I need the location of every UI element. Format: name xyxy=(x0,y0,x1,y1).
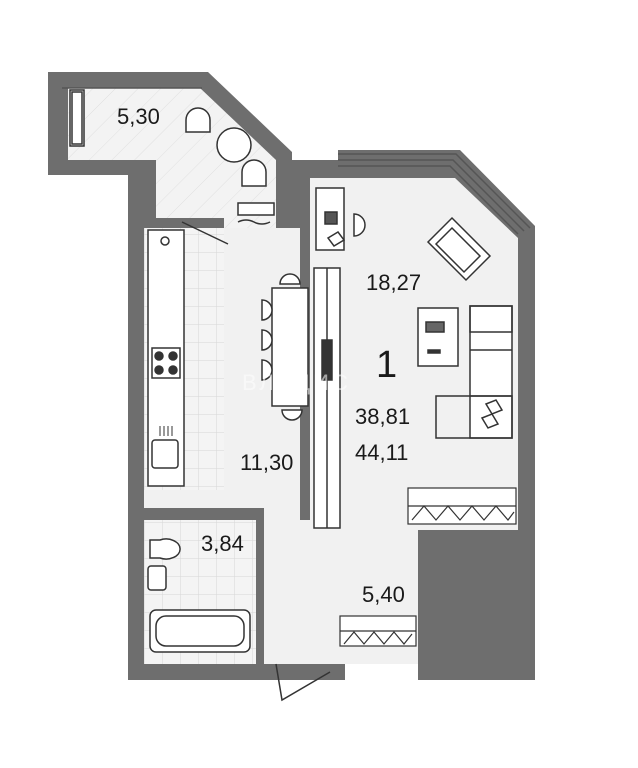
kitchen-area-label: 11,30 xyxy=(240,450,294,475)
bathroom-area-label: 3,84 xyxy=(201,531,244,556)
living-closet xyxy=(407,487,517,525)
dining-chair-2 xyxy=(261,329,273,351)
dining-set xyxy=(261,273,309,421)
balcony-cabinet xyxy=(69,89,85,147)
rooms-count-label: 1 xyxy=(376,344,398,386)
living-windows xyxy=(338,153,531,235)
dining-chair-1 xyxy=(261,299,273,321)
desk-chair xyxy=(353,213,366,237)
entrance-door xyxy=(275,663,331,702)
living-area-label: 18,27 xyxy=(366,270,422,295)
coffee-table xyxy=(417,307,459,367)
balcony-chair-1 xyxy=(185,107,211,133)
total-area-label: 44,11 xyxy=(355,440,409,465)
living-total-label: 38,81 xyxy=(355,404,411,429)
dining-chair-3 xyxy=(261,359,273,381)
balcony-furniture xyxy=(69,89,275,225)
doors xyxy=(181,221,331,702)
dining-chair-top xyxy=(279,273,301,285)
dining-chair-bottom xyxy=(281,409,303,421)
bathroom-sink xyxy=(147,565,167,591)
toilet xyxy=(149,538,181,560)
hall-area-label: 5,40 xyxy=(362,582,405,607)
living-wardrobe xyxy=(313,267,341,529)
balcony-area-label: 5,30 xyxy=(117,104,160,129)
balcony-floor xyxy=(68,88,276,228)
kitchen-counter xyxy=(147,229,185,487)
watermark-text: ВЛАДИС xyxy=(242,370,351,395)
desk xyxy=(315,187,366,251)
kitchen-sink xyxy=(151,439,179,469)
sofa xyxy=(435,305,513,439)
hall-closet xyxy=(339,615,417,647)
balcony-door xyxy=(181,221,229,245)
balcony-radiator xyxy=(237,202,275,216)
bathroom-fixtures xyxy=(147,538,251,653)
balcony-chair-2 xyxy=(241,159,267,187)
dining-table xyxy=(271,287,309,407)
bathtub xyxy=(149,609,251,653)
kitchen-sink-tap xyxy=(159,426,173,436)
armchair xyxy=(426,216,492,282)
balcony-table xyxy=(216,127,252,163)
